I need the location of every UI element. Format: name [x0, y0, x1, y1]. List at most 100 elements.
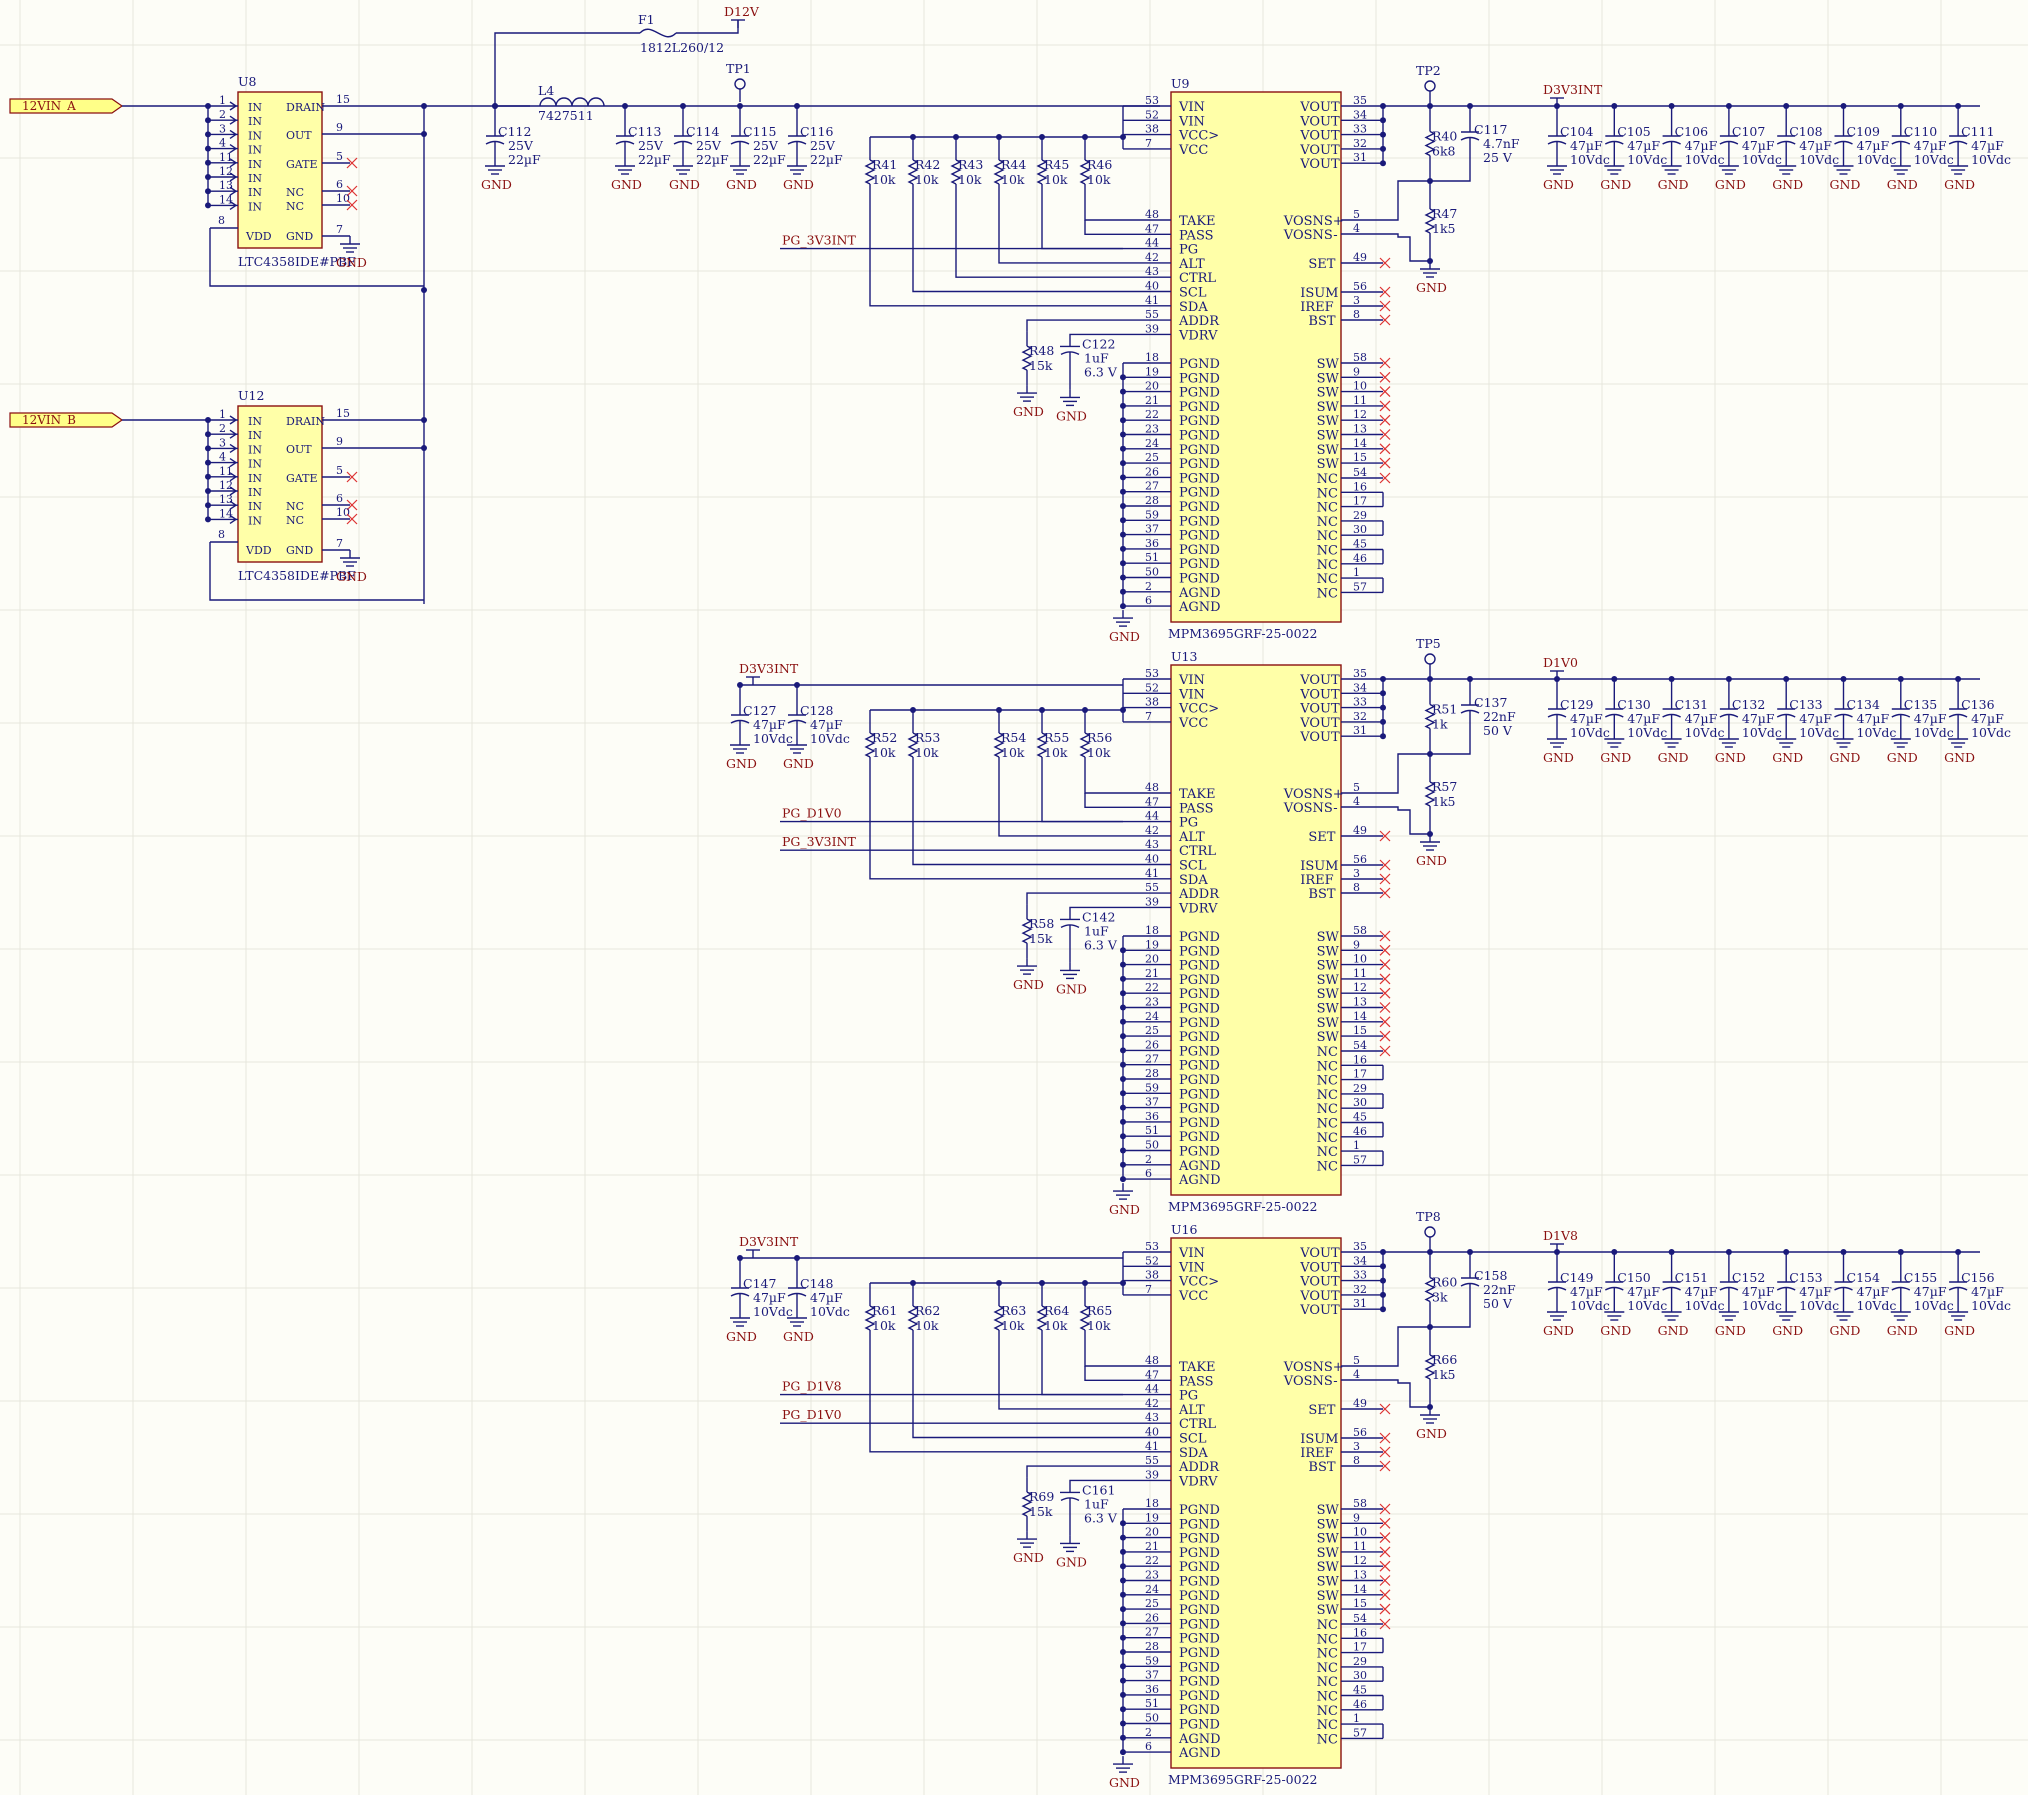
pin-number: 7 [336, 537, 343, 550]
pin-number: 52 [1145, 108, 1159, 121]
wire [998, 207, 1123, 264]
pin-number: 18 [1145, 1497, 1159, 1510]
pin-name: SW [1317, 371, 1340, 386]
cap-value: 10Vdc [1742, 1298, 1782, 1313]
wire [1379, 286, 1391, 298]
pin-name: VOUT [1299, 129, 1340, 144]
ground-label: GND [1416, 1426, 1447, 1441]
cap-plate [1547, 140, 1567, 145]
ground-label: GND [1715, 177, 1746, 192]
pin-name: VOSNS+ [1283, 214, 1344, 229]
pin-name: SW [1317, 386, 1340, 401]
junction-dot [1120, 603, 1126, 610]
pin-name: SW [1317, 1546, 1340, 1561]
wire [1383, 1379, 1430, 1408]
pin-name: SW [1317, 930, 1340, 945]
cap-value: 25V [810, 138, 836, 153]
no-connect-marker [1379, 1403, 1391, 1415]
cap-value: 50 V [1483, 723, 1513, 738]
no-connect-marker [1379, 257, 1391, 269]
pin-name: SCL [1179, 1432, 1207, 1447]
pin-name: AGND [1178, 586, 1221, 601]
pin-name: SW [1317, 457, 1340, 472]
cap-ref: C117 [1474, 122, 1507, 137]
no-connect-marker [1379, 400, 1391, 412]
junction-dot [1120, 1577, 1126, 1584]
wire [1379, 1016, 1391, 1028]
resistor-ref: R54 [1001, 730, 1026, 745]
pin-number: 55 [1145, 308, 1159, 321]
pin-name: PGND [1179, 1030, 1220, 1045]
resistor-zigzag [993, 1305, 1005, 1331]
junction-dot [1120, 1090, 1126, 1097]
pin-number: 41 [1145, 294, 1159, 307]
pin-number: 47 [1145, 1368, 1159, 1381]
pin-name: PGND [1179, 1532, 1220, 1547]
pin-name: VOUT [1299, 716, 1340, 731]
ground-label: GND [336, 255, 367, 270]
ground-label: GND [1772, 750, 1803, 765]
wire [1379, 930, 1391, 942]
cap-value: 4.7nF [1483, 136, 1520, 151]
pin-number: 54 [1353, 1039, 1367, 1052]
pin-name: NC [1317, 1690, 1338, 1705]
cap-value: 10Vdc [1914, 1298, 1954, 1313]
cap-ref: C110 [1904, 124, 1937, 139]
cap-value: 25V [508, 138, 534, 153]
no-connect-marker [1379, 1603, 1391, 1615]
no-connect-marker [346, 499, 358, 511]
pin-name: PGND [1179, 500, 1220, 515]
ground-symbol: GND [1013, 1531, 1044, 1565]
pin-name: NC [1317, 558, 1338, 573]
pin-number: 25 [1145, 451, 1159, 464]
pin-name: SW [1317, 1016, 1340, 1031]
no-connect-marker [346, 513, 358, 525]
pin-name: VOUT [1299, 100, 1340, 115]
junction-dot [1120, 1677, 1126, 1684]
resistor-value: 10k [915, 172, 939, 187]
pin-number: 38 [1145, 696, 1159, 709]
pin-number: 40 [1145, 853, 1159, 866]
wire [1379, 257, 1391, 269]
pin-name: VOUT [1299, 1246, 1340, 1261]
resistor-value: 10k [1001, 172, 1025, 187]
pin-number: 51 [1145, 1697, 1159, 1710]
wire [1379, 443, 1391, 455]
ground-label: GND [726, 177, 757, 192]
pin-number: 25 [1145, 1597, 1159, 1610]
no-connect-marker [1379, 1503, 1391, 1515]
ground-label: GND [1416, 280, 1447, 295]
cap-plate [1604, 713, 1624, 718]
pin-arrow [229, 144, 238, 154]
pin-number: 48 [1145, 208, 1159, 221]
junction-dot [1120, 1620, 1126, 1627]
wire [1379, 300, 1391, 312]
pin-number: 32 [1353, 137, 1367, 150]
resistor-zigzag [1424, 703, 1436, 730]
pin-number: 39 [1145, 322, 1159, 335]
pin-arrow [229, 443, 238, 453]
ground-symbol: GND [1543, 1304, 1574, 1338]
wire [1379, 959, 1391, 971]
ground-label: GND [1658, 750, 1689, 765]
pin-number: 3 [1353, 867, 1360, 880]
pin-name: SDA [1179, 300, 1208, 315]
pin-number: 11 [219, 465, 233, 478]
cap-value: 10Vdc [1627, 725, 1667, 740]
cap-ref: C155 [1904, 1270, 1937, 1285]
pin-name: PGND [1179, 1016, 1220, 1031]
cap-value: 47µF [810, 717, 843, 732]
cap-plate [730, 1292, 750, 1297]
pin-name: PGND [1179, 1617, 1220, 1632]
cap-ref: C113 [628, 124, 661, 139]
testpoint: TP2 [1416, 63, 1441, 104]
power-net-label: D3V3INT [739, 661, 799, 676]
